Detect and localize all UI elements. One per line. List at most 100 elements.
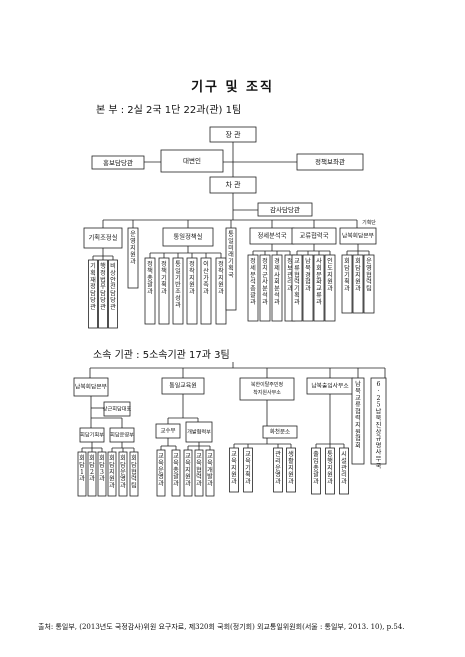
dept-talks-label: 남북회담본부: [342, 232, 375, 240]
aff-planning-unit-1: [87, 451, 97, 497]
talks-sub-2: [363, 254, 375, 314]
aff-standing-label: 상근회담대표: [103, 405, 132, 413]
aff-transit-unit-0: [311, 447, 321, 495]
aff-talks-label: 남북회담본부: [75, 383, 108, 391]
pr-office-label: 홍보담당관: [103, 158, 133, 167]
spokesman-label: 대변인: [183, 156, 201, 165]
analysis-sub-1: [259, 254, 271, 322]
policy-sub-1: [158, 257, 170, 325]
policy-advisor-box: [296, 153, 364, 171]
aff-settle-unit-2: [273, 447, 283, 493]
dept-future: [225, 227, 237, 311]
vice-minister-label: 차 관: [225, 180, 241, 189]
planning-sub-0: [88, 259, 98, 329]
main-summary: 본 부 : 2실 2국 1단 22과(관) 1팀: [96, 105, 242, 116]
aff-planning-div-label: 회담기획부: [80, 431, 104, 439]
planning-sub-2: [108, 259, 118, 329]
aff-dev-label: 개발협력부: [187, 428, 211, 436]
pr-office-box: [91, 155, 145, 170]
aff-abductee-bureau: [370, 377, 387, 465]
aff-standing-box: [103, 401, 131, 417]
aff-transit-unit-2: [339, 447, 349, 495]
aff-hwacheon-label: 화천분소: [270, 428, 290, 436]
audit-label: 감사담당관: [270, 205, 300, 214]
exchange-sub-0: [291, 254, 303, 322]
aff-transit-unit-1: [325, 447, 335, 495]
aff-ops-unit-2: [129, 451, 139, 497]
dept-support: [127, 227, 139, 289]
policy-sub-0: [144, 257, 156, 325]
source-note: 출처: 통일부, (2013년도 국정감사)위원 요구자료, 제320회 국회(…: [38, 623, 405, 631]
page-title: 기구 및 조직: [191, 80, 274, 95]
aff-settle-unit-1: [243, 447, 253, 493]
aff-ops-unit-0: [107, 451, 117, 497]
aff-prof-label: 교수부: [161, 428, 176, 435]
planning-sub-1: [98, 259, 108, 329]
aff-dev-unit-1: [194, 449, 204, 497]
talks-sub-1: [352, 254, 364, 314]
aff-settle-unit-3: [286, 447, 296, 493]
policy-sub-4: [200, 257, 212, 325]
aff-planning-unit-0: [77, 451, 87, 497]
exchange-sub-2: [313, 254, 325, 322]
minister-label: 장 관: [225, 130, 241, 139]
aff-prof-unit-0: [156, 449, 166, 497]
aff-prof-unit-1: [171, 449, 181, 497]
aff-edu-label: 통일교육원: [169, 382, 197, 390]
aff-hwacheon-box: [262, 425, 298, 439]
dept-policy-label: 통일정책실: [174, 232, 203, 241]
exchange-sub-3: [324, 254, 336, 322]
analysis-sub-0: [247, 254, 259, 322]
talks-sub-0: [341, 254, 353, 314]
policy-sub-2: [172, 257, 184, 325]
affiliated-summary: 소속 기관 : 5소속기관 17과 3팀: [93, 350, 230, 361]
spokesman-box: [160, 149, 224, 173]
aff-transit-label: 남북출입사무소: [311, 382, 349, 390]
policy-sub-3: [186, 257, 198, 325]
aff-dev-unit-0: [183, 449, 193, 497]
exchange-sub-1: [302, 254, 314, 322]
policy-advisor-label: 정책보좌관: [315, 157, 345, 166]
aff-ops-unit-1: [118, 451, 128, 497]
aff-planning-unit-2: [97, 451, 107, 497]
